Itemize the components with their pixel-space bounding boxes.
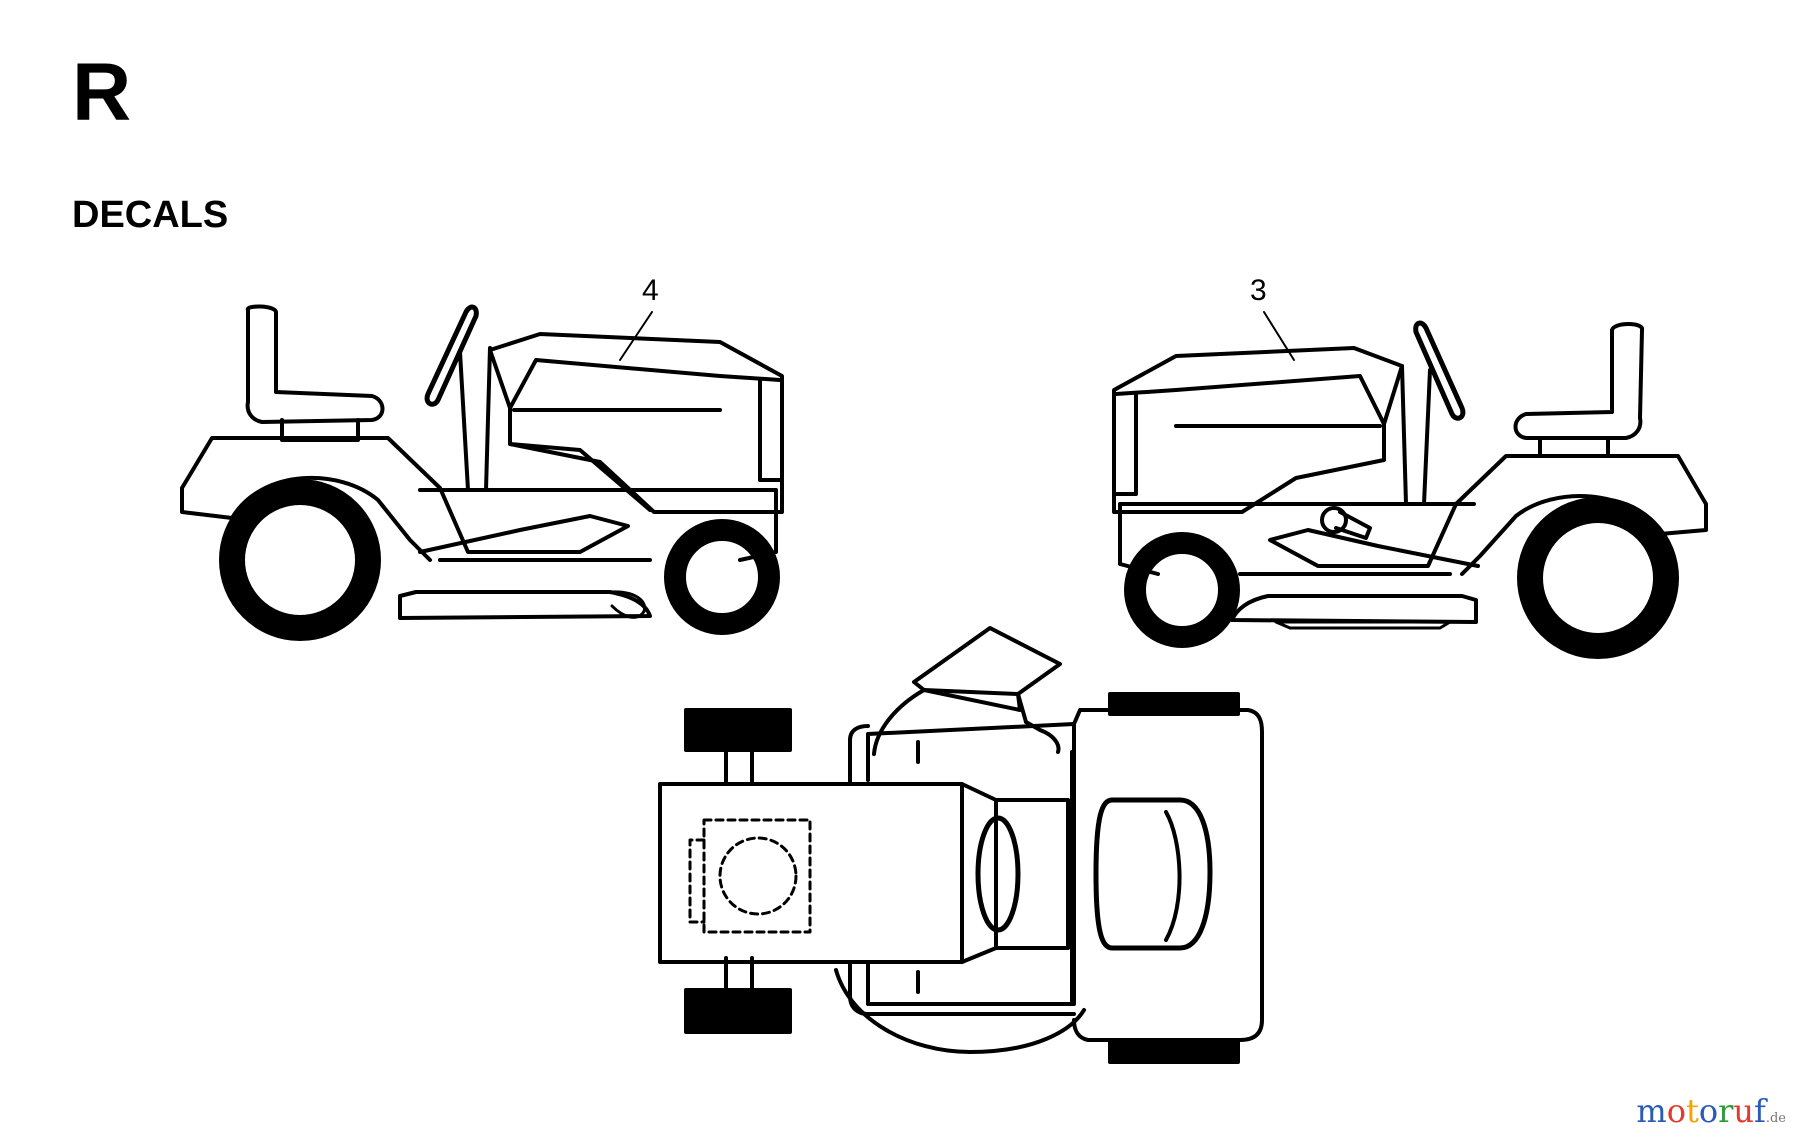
watermark-letter: m — [1636, 1092, 1667, 1130]
engine-cap-outline — [718, 836, 798, 916]
callout-number-4: 4 — [642, 274, 659, 307]
front-axle-top — [724, 748, 754, 992]
steering-wheel-left — [424, 304, 479, 407]
watermark-letter: u — [1733, 1092, 1754, 1130]
mower-deck-right — [1230, 594, 1478, 624]
rear-wheel-right — [1517, 497, 1679, 659]
front-wheel-top-upper — [684, 708, 792, 752]
steering-wheel-right — [1413, 320, 1466, 421]
lift-lever-right — [1334, 510, 1372, 540]
seat-right — [1513, 322, 1644, 440]
callout-leader-3 — [1263, 311, 1295, 361]
hood-panel-left — [508, 442, 652, 512]
steering-column-left — [458, 346, 492, 492]
front-wheel-left — [664, 519, 780, 635]
seat-back-top — [1164, 810, 1182, 942]
engine-cover-outline — [702, 818, 812, 934]
steering-shaft-top — [994, 798, 1070, 950]
seat-top — [1093, 797, 1213, 951]
seat-left — [245, 304, 385, 424]
callout-leader-4 — [619, 311, 653, 361]
section-letter: R — [72, 47, 132, 138]
tractor-left-side-view — [180, 304, 784, 641]
rear-wheel-top-lower — [1108, 1038, 1240, 1064]
engine-cover-inner — [688, 838, 706, 924]
discharge-chute-left — [608, 590, 647, 619]
hood-side-left — [508, 358, 782, 482]
steering-column-right — [1400, 364, 1432, 506]
lift-lever-knob-right — [1320, 506, 1348, 534]
watermark-letter: t — [1685, 1092, 1699, 1130]
callout-number-3: 3 — [1250, 274, 1267, 307]
front-wheel-right — [1124, 532, 1240, 648]
tractor-right-side-view — [1112, 320, 1708, 659]
hood-side-right — [1114, 374, 1386, 496]
watermark-letter: o — [1666, 1092, 1686, 1130]
watermark-letter: r — [1718, 1092, 1734, 1130]
watermark-letter: o — [1698, 1092, 1719, 1130]
section-title: DECALS — [72, 194, 229, 236]
watermark-logo: motoruf.de — [1636, 1095, 1786, 1127]
hood-top — [658, 782, 964, 964]
steering-wheel-top — [975, 815, 1021, 933]
discharge-chute-right — [1274, 620, 1452, 630]
rear-wheel-left — [219, 479, 381, 641]
watermark-letter: f — [1754, 1092, 1766, 1130]
chute-fold-top — [922, 688, 1028, 724]
watermark-suffix: .de — [1765, 1111, 1786, 1126]
tractor-top-view — [658, 626, 1264, 1064]
front-wheel-top-lower — [684, 988, 792, 1034]
dash-top — [960, 782, 998, 964]
discharge-chute-top — [912, 626, 1062, 712]
seat-support-right — [1538, 436, 1610, 458]
hood-left — [488, 332, 784, 514]
hood-right — [1112, 346, 1404, 514]
rear-fender-top — [1072, 708, 1264, 1042]
mower-deck-top — [834, 688, 1086, 1054]
